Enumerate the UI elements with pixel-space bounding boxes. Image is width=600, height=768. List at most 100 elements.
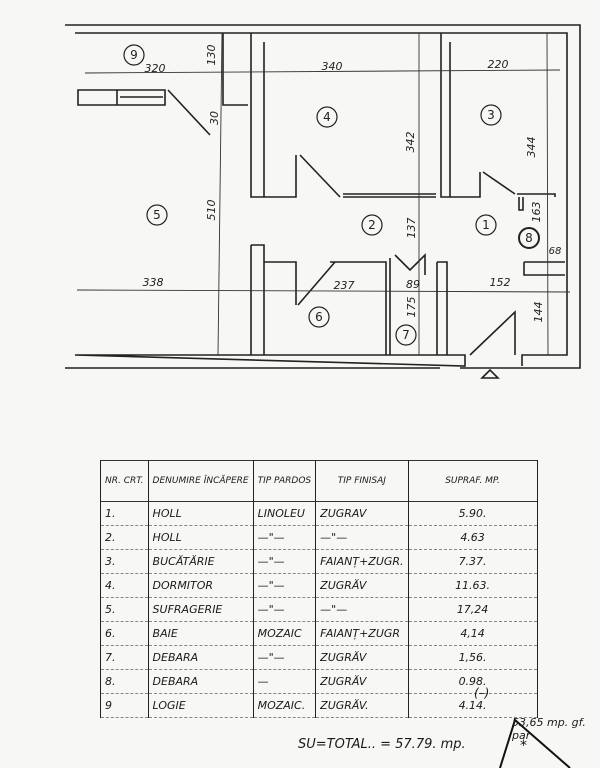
row-area: 4.14. xyxy=(407,693,538,718)
total-area: SU=TOTAL.. = 57.79. mp. xyxy=(298,737,466,752)
row-finish-type: —"— xyxy=(315,525,409,550)
dim-152: 152 xyxy=(490,276,511,289)
row-area: 0.98. xyxy=(407,669,538,694)
svg-text:9: 9 xyxy=(130,48,138,62)
row-floor-type: —"— xyxy=(252,645,316,670)
row-nr: 6. xyxy=(100,621,149,646)
row-area: 4.63 xyxy=(407,525,538,550)
row-finish-type: ZUGRĂV xyxy=(315,645,409,670)
svg-text:7: 7 xyxy=(402,328,410,342)
row-area: 11.63. xyxy=(407,573,538,598)
svg-text:6: 6 xyxy=(315,310,323,324)
svg-text:5: 5 xyxy=(153,208,161,222)
row-finish-type: ZUGRĂV xyxy=(315,669,409,694)
room-label-9: 9 xyxy=(123,44,145,66)
dim-320: 320 xyxy=(145,62,166,75)
row-floor-type: —"— xyxy=(252,597,316,622)
svg-text:*: * xyxy=(520,738,527,754)
row-floor-type: —"— xyxy=(252,525,316,550)
header-nr: NR. CRT. xyxy=(100,460,149,502)
row-finish-type: ZUGRĂV xyxy=(315,573,409,598)
row-finish-type: ZUGRAV xyxy=(315,501,409,526)
table-row: 5.SUFRAGERIE—"——"—17,24 xyxy=(100,597,538,622)
dim-175: 175 xyxy=(405,297,418,318)
row-nr: 1. xyxy=(100,501,149,526)
side-note: 53,65 mp. gf. par xyxy=(512,716,586,742)
row-nr: 4. xyxy=(100,573,149,598)
row-area: 17,24 xyxy=(407,597,538,622)
dim-220: 220 xyxy=(488,58,509,71)
dim-338: 338 xyxy=(143,276,164,289)
row-floor-type: MOZAIC xyxy=(252,621,316,646)
room-label-8: 8 xyxy=(518,227,540,249)
header-finish-type: TIP FINISAJ xyxy=(315,460,409,502)
dim-30: 30 xyxy=(208,111,221,125)
room-label-1: 1 xyxy=(475,214,497,236)
row-nr: 2. xyxy=(100,525,149,550)
header-room-name: DENUMIRE ÎNCĂPERE xyxy=(147,460,254,502)
dim-344: 344 xyxy=(525,137,538,158)
dim-130: 130 xyxy=(205,45,218,66)
row-room-name: DEBARA xyxy=(147,669,254,694)
dim-137: 137 xyxy=(405,218,418,239)
header-floor-type: TIP PARDOS xyxy=(252,460,316,502)
dim-510: 510 xyxy=(205,200,218,221)
row-floor-type: — xyxy=(252,669,316,694)
dim-144: 144 xyxy=(532,302,545,323)
header-area: SUPRAF. MP. xyxy=(407,460,538,502)
dim-89: 89 xyxy=(406,278,420,291)
row-room-name: BAIE xyxy=(147,621,254,646)
rooms-table: NR. CRT. DENUMIRE ÎNCĂPERE TIP PARDOS TI… xyxy=(100,460,538,718)
row-finish-type: FAIANȚ+ZUGR. xyxy=(315,549,409,574)
dim-342: 342 xyxy=(404,132,417,153)
row-room-name: DORMITOR xyxy=(147,573,254,598)
row-area: 4,14 xyxy=(407,621,538,646)
minus-note: (–) xyxy=(474,686,490,700)
stamp: * xyxy=(499,718,571,768)
svg-text:8: 8 xyxy=(525,231,533,245)
dim-68: 68 xyxy=(549,246,562,257)
row-room-name: HOLL xyxy=(147,525,254,550)
inner-wall xyxy=(74,32,568,367)
row-room-name: DEBARA xyxy=(147,645,254,670)
row-finish-type: ZUGRĂV. xyxy=(315,693,409,718)
room-label-6: 6 xyxy=(308,306,330,328)
outer-wall xyxy=(65,24,581,369)
table-row: 2.HOLL—"——"—4.63 xyxy=(100,525,538,550)
room-label-3: 3 xyxy=(480,104,502,126)
row-area: 5.90. xyxy=(407,501,538,526)
row-nr: 9 xyxy=(100,693,149,718)
svg-text:2: 2 xyxy=(368,218,376,232)
room-label-4: 4 xyxy=(316,106,338,128)
row-area: 1,56. xyxy=(407,645,538,670)
svg-text:3: 3 xyxy=(487,108,495,122)
row-room-name: HOLL xyxy=(147,501,254,526)
row-nr: 5. xyxy=(100,597,149,622)
row-area: 7.37. xyxy=(407,549,538,574)
row-room-name: BUCĂTĂRIE xyxy=(147,549,254,574)
dim-340: 340 xyxy=(322,60,343,73)
dim-237: 237 xyxy=(334,279,355,292)
row-room-name: LOGIE xyxy=(147,693,254,718)
row-floor-type: MOZAIC. xyxy=(252,693,316,718)
svg-text:1: 1 xyxy=(482,218,490,232)
room-label-7: 7 xyxy=(395,324,417,346)
room-label-2: 2 xyxy=(361,214,383,236)
room-label-5: 5 xyxy=(146,204,168,226)
row-finish-type: FAIANȚ+ZUGR xyxy=(315,621,409,646)
dim-163: 163 xyxy=(530,202,543,223)
row-nr: 8. xyxy=(100,669,149,694)
row-nr: 7. xyxy=(100,645,149,670)
row-nr: 3. xyxy=(100,549,149,574)
row-floor-type: —"— xyxy=(252,573,316,598)
row-finish-type: —"— xyxy=(315,597,409,622)
row-floor-type: —"— xyxy=(252,549,316,574)
row-room-name: SUFRAGERIE xyxy=(147,597,254,622)
